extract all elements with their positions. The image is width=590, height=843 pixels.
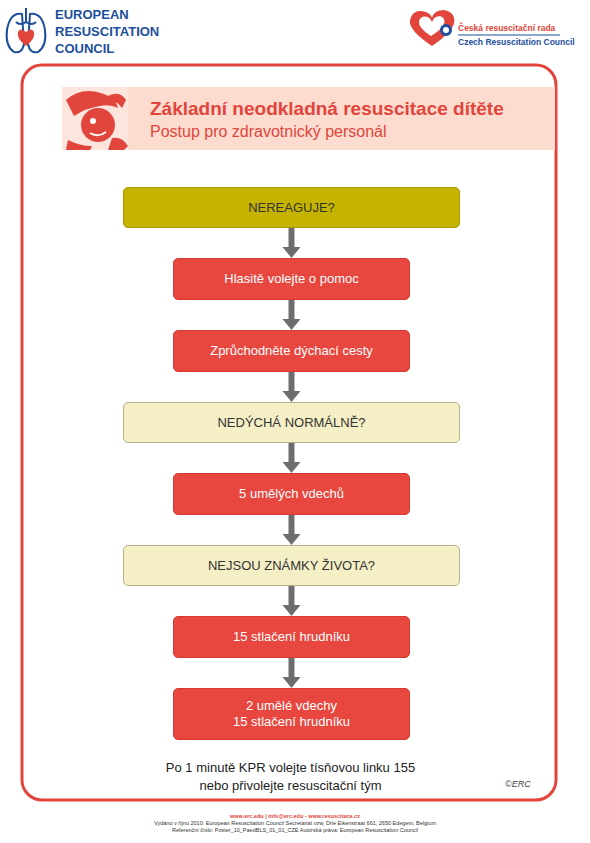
box-text: 15 stlačení hrudníku	[233, 714, 350, 730]
process-box: Zprůchodněte dýchací cesty	[173, 330, 410, 372]
footer-text: www.erc.edu | info@erc.edu - www.resusci…	[0, 813, 590, 820]
box-text: 2 umělé vdechy	[246, 698, 337, 714]
subtitle: Postup pro zdravotnický personál	[150, 122, 540, 141]
flow-arrow	[283, 515, 301, 545]
decision-box: NEJSOU ZNÁMKY ŽIVOTA?	[123, 545, 460, 586]
box-text: 15 stlačení hrudníku	[233, 629, 350, 645]
poster-title: Základní neodkladná resuscitace dítěte	[150, 98, 550, 120]
box-text: 5 umělých vdechů	[239, 486, 344, 502]
footer-text: Referenční číslo: Poster_10_PaedBLS_01_0…	[0, 827, 590, 834]
flow-arrow	[283, 300, 301, 330]
title-band	[62, 87, 555, 150]
note-text: Po 1 minutě KPR volejte tísňovou linku 1…	[158, 759, 423, 795]
organization-name: EUROPEAN RESUSCITATION COUNCIL	[55, 6, 170, 57]
decision-box: NEREAGUJE?	[123, 187, 460, 228]
box-text: Zprůchodněte dýchací cesty	[210, 343, 373, 359]
process-box: 5 umělých vdechů	[173, 473, 410, 515]
process-box: 15 stlačení hrudníku	[173, 616, 410, 658]
flow-arrow	[283, 228, 301, 258]
box-text: NEJSOU ZNÁMKY ŽIVOTA?	[208, 558, 375, 574]
process-box: Hlasitě volejte o pomoc	[173, 258, 410, 300]
flow-arrow	[283, 586, 301, 616]
decision-box: NEDÝCHÁ NORMÁLNĚ?	[123, 402, 460, 443]
box-text: NEREAGUJE?	[248, 200, 335, 216]
flow-arrow	[283, 658, 301, 688]
organization-name: Česká resuscitační rada	[458, 23, 588, 33]
erc-logo-icon	[7, 8, 46, 52]
copyright-mark: ©ERC	[505, 779, 550, 790]
process-box: 2 umělé vdechy15 stlačení hrudníku	[173, 688, 410, 740]
flow-arrow	[283, 443, 301, 473]
box-text: NEDÝCHÁ NORMÁLNĚ?	[217, 415, 365, 431]
poster-frame	[22, 65, 556, 800]
box-text: Hlasitě volejte o pomoc	[224, 271, 358, 287]
footer-text: Vydáno v říjnu 2010: European Resuscitat…	[0, 820, 590, 827]
resuscitation-illustration	[62, 87, 128, 150]
organization-name: Czech Resuscitation Council	[458, 37, 588, 47]
flow-arrow	[283, 372, 301, 402]
